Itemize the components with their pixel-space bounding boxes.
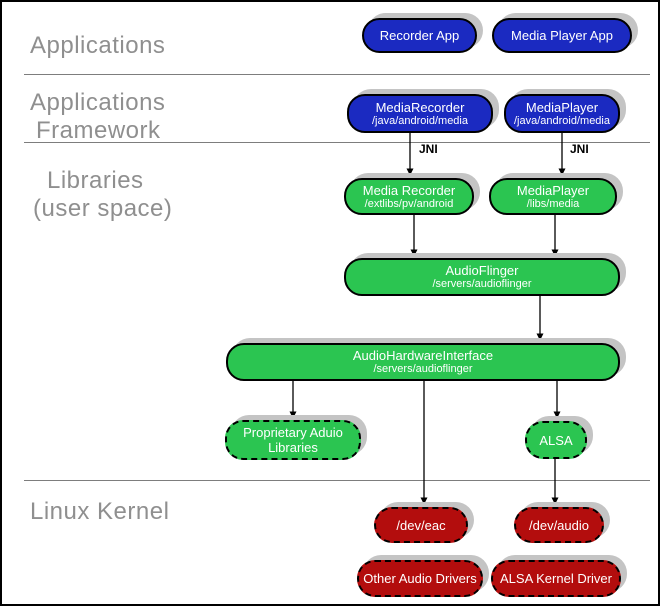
divider-libraries-kernel: [24, 480, 650, 481]
section-label-applications-framework-line2: Framework: [36, 117, 161, 144]
divider-applications-framework: [24, 74, 650, 75]
node-title: MediaPlayer: [525, 99, 599, 115]
node-proprietary-audio-libraries: Proprietary Aduio Libraries: [225, 420, 361, 460]
node-title: MediaPlayer: [516, 182, 590, 198]
node-title: AudioHardwareInterface: [352, 348, 494, 363]
divider-framework-libraries: [24, 142, 650, 143]
node-alsa: ALSA: [525, 421, 587, 459]
node-mediarecorder-framework: MediaRecorder /java/android/media: [347, 94, 493, 133]
node-title: ALSA: [539, 432, 573, 448]
node-mediaplayer-framework: MediaPlayer /java/android/media: [504, 94, 620, 133]
node-title: AudioFlinger: [445, 263, 519, 278]
node-media-recorder-lib: Media Recorder /extlibs/pv/android: [344, 178, 474, 215]
node-alsa-kernel-driver: ALSA Kernel Driver: [491, 560, 621, 597]
node-dev-audio: /dev/audio: [514, 507, 604, 543]
node-media-player-app: Media Player App: [492, 18, 632, 53]
node-other-audio-drivers: Other Audio Drivers: [357, 560, 483, 597]
node-subtitle: /java/android/media: [513, 114, 610, 127]
node-title: ALSA Kernel Driver: [500, 571, 612, 586]
node-audiohardwareinterface: AudioHardwareInterface /servers/audiofli…: [226, 343, 620, 381]
node-subtitle: /servers/audioflinger: [432, 278, 532, 290]
node-subtitle: /extlibs/pv/android: [364, 197, 454, 210]
node-title: /dev/audio: [529, 517, 589, 533]
jni-connector-label-right: JNI: [570, 142, 589, 156]
section-label-applications: Applications: [30, 32, 166, 59]
node-title: Proprietary Aduio Libraries: [243, 425, 343, 455]
node-title: /dev/eac: [396, 517, 446, 533]
node-subtitle: /libs/media: [526, 197, 580, 210]
node-dev-eac: /dev/eac: [374, 507, 468, 543]
node-title: Media Player App: [511, 28, 613, 43]
node-mediaplayer-lib: MediaPlayer /libs/media: [489, 178, 617, 215]
node-title: Media Recorder: [362, 182, 456, 198]
node-recorder-app: Recorder App: [362, 18, 477, 53]
jni-connector-label-left: JNI: [419, 142, 438, 156]
section-label-libraries-line2: (user space): [33, 195, 173, 222]
node-subtitle: /servers/audioflinger: [373, 363, 473, 375]
node-title: Other Audio Drivers: [363, 571, 477, 586]
node-audioflinger: AudioFlinger /servers/audioflinger: [344, 258, 620, 296]
node-title: Recorder App: [379, 28, 460, 43]
node-title: MediaRecorder: [375, 99, 465, 115]
section-label-libraries-line1: Libraries: [47, 167, 144, 194]
section-label-applications-framework-line1: Applications: [30, 89, 166, 116]
section-label-linux-kernel: Linux Kernel: [30, 498, 170, 525]
node-subtitle: /java/android/media: [371, 114, 468, 127]
